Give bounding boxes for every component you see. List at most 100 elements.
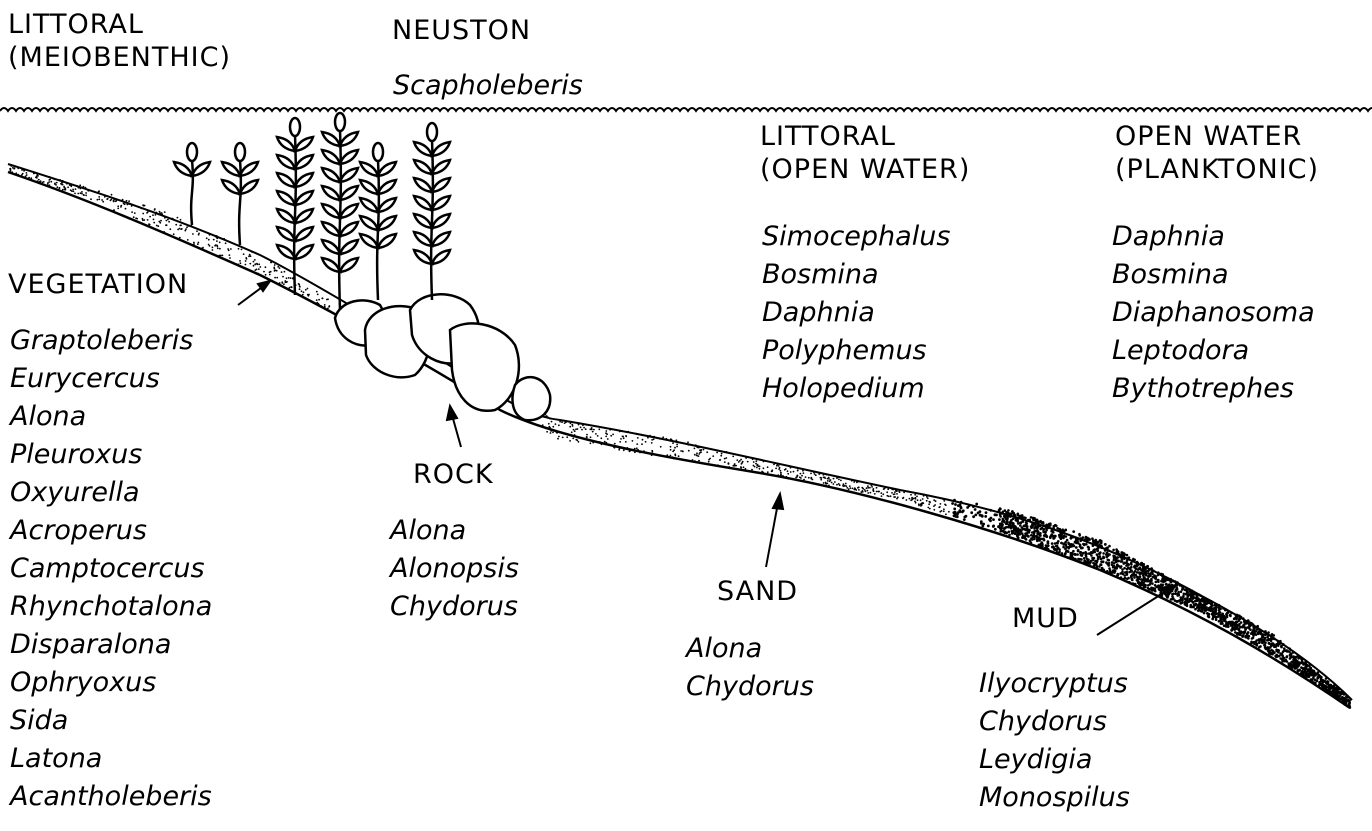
stipple-dot bbox=[992, 518, 995, 521]
taxon-name: Sida bbox=[10, 702, 212, 740]
stipple-dot bbox=[571, 424, 573, 426]
stipple-dot bbox=[948, 511, 950, 513]
stipple-dot bbox=[682, 450, 684, 452]
stipple-dot bbox=[605, 442, 607, 444]
stipple-dot bbox=[33, 173, 35, 175]
mud-dot bbox=[1292, 655, 1295, 658]
stipple-dot bbox=[918, 503, 920, 505]
stipple-dot bbox=[586, 424, 588, 426]
stipple-dot bbox=[548, 423, 550, 425]
stipple-dot bbox=[956, 513, 959, 516]
stipple-dot bbox=[619, 431, 621, 433]
stipple-dot bbox=[219, 248, 221, 250]
stipple-dot bbox=[753, 465, 755, 467]
stipple-dot bbox=[751, 469, 753, 471]
mud-dot bbox=[1171, 595, 1174, 598]
stipple-dot bbox=[543, 426, 545, 428]
mud-dot bbox=[1091, 557, 1094, 560]
mud-dot bbox=[1039, 534, 1042, 537]
mud-dot bbox=[1136, 571, 1139, 574]
mud-dot bbox=[1043, 524, 1046, 527]
stipple-dot bbox=[278, 283, 280, 285]
stipple-dot bbox=[898, 491, 900, 493]
taxon-name: Alona bbox=[390, 512, 519, 550]
mud-dot bbox=[1064, 552, 1067, 555]
taxon-name: Disparalona bbox=[10, 626, 212, 664]
mud-dot bbox=[1016, 520, 1019, 523]
mud-dot bbox=[1139, 566, 1142, 569]
stipple-dot bbox=[128, 200, 130, 202]
stipple-dot bbox=[894, 491, 896, 493]
stipple-dot bbox=[972, 505, 975, 508]
mud-dot bbox=[1314, 679, 1317, 682]
mud-dot bbox=[1063, 542, 1066, 545]
stipple-dot bbox=[920, 505, 922, 507]
stipple-dot bbox=[922, 498, 924, 500]
mud-dot bbox=[1118, 553, 1121, 556]
stipple-dot bbox=[216, 235, 218, 237]
stipple-dot bbox=[248, 255, 250, 257]
mud-dot bbox=[1172, 593, 1175, 596]
mud-dot bbox=[999, 530, 1002, 533]
mud-dot bbox=[1108, 553, 1111, 556]
mud-dot bbox=[1028, 519, 1031, 522]
stipple-dot bbox=[945, 504, 947, 506]
mud-dot bbox=[1065, 535, 1068, 538]
taxon-name: Leptodora bbox=[1112, 332, 1315, 370]
stipple-dot bbox=[651, 439, 653, 441]
stipple-dot bbox=[83, 194, 85, 196]
mud-dot bbox=[1181, 599, 1184, 602]
stipple-dot bbox=[815, 474, 817, 476]
stipple-dot bbox=[607, 438, 609, 440]
mud-dot bbox=[1146, 580, 1149, 583]
stipple-dot bbox=[101, 199, 103, 201]
stipple-dot bbox=[11, 165, 13, 167]
mud-dot bbox=[1057, 540, 1060, 543]
mud-dot bbox=[1243, 632, 1246, 635]
mud-dot bbox=[1241, 626, 1244, 629]
stipple-dot bbox=[606, 433, 608, 435]
taxon-name: Ophryoxus bbox=[10, 664, 212, 702]
neuston-taxa-list: Scapholeberis bbox=[393, 67, 583, 105]
stipple-dot bbox=[229, 257, 231, 259]
stipple-dot bbox=[641, 443, 643, 445]
stipple-dot bbox=[303, 291, 305, 293]
mud-dot bbox=[1215, 604, 1218, 607]
stipple-dot bbox=[14, 166, 16, 168]
stipple-dot bbox=[959, 504, 962, 507]
stipple-dot bbox=[906, 499, 908, 501]
stipple-dot bbox=[220, 255, 222, 257]
stipple-dot bbox=[680, 450, 682, 452]
mud-dot bbox=[1219, 608, 1222, 611]
stipple-dot bbox=[131, 211, 133, 213]
stipple-dot bbox=[21, 174, 23, 176]
stipple-dot bbox=[158, 221, 160, 223]
mud-dot bbox=[1128, 556, 1131, 559]
stipple-dot bbox=[276, 270, 278, 272]
stipple-dot bbox=[953, 499, 956, 502]
mud-dot bbox=[1234, 631, 1237, 634]
stipple-dot bbox=[62, 189, 64, 191]
mud-dot bbox=[1280, 646, 1283, 649]
mud-dot bbox=[1086, 538, 1089, 541]
mud-dot bbox=[1017, 522, 1020, 525]
stipple-dot bbox=[850, 487, 852, 489]
mud-dot bbox=[1319, 675, 1322, 678]
mud-dot bbox=[1195, 603, 1198, 606]
mud-dot bbox=[1243, 623, 1246, 626]
mud-dot bbox=[1286, 660, 1289, 663]
mud-dot bbox=[1174, 590, 1177, 593]
stipple-dot bbox=[179, 237, 181, 239]
plant bbox=[174, 143, 210, 225]
stipple-dot bbox=[561, 421, 563, 423]
mud-dot bbox=[1001, 512, 1004, 515]
mud-dot bbox=[1004, 531, 1007, 534]
stipple-dot bbox=[308, 295, 310, 297]
mud-dot bbox=[1345, 699, 1348, 702]
stipple-dot bbox=[961, 511, 964, 514]
mud-dot bbox=[1130, 575, 1133, 578]
stipple-dot bbox=[168, 221, 170, 223]
stipple-dot bbox=[670, 455, 672, 457]
stipple-dot bbox=[192, 233, 194, 235]
sand-arrow bbox=[766, 494, 783, 567]
